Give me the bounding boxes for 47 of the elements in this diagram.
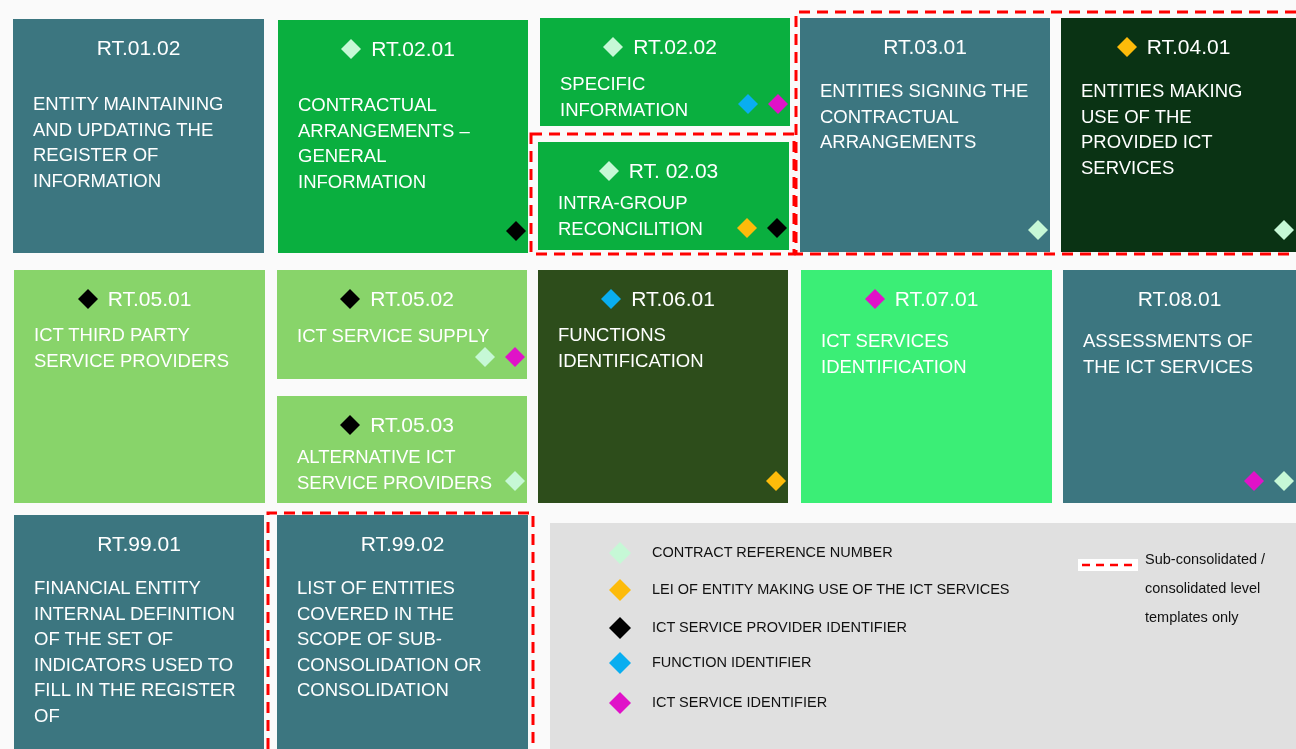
template-code: RT.04.01 xyxy=(1146,35,1231,59)
template-code: RT.01.02 xyxy=(96,36,181,60)
template-code: RT.05.01 xyxy=(107,287,192,311)
template-description: INTRA-GROUP RECONCILITION xyxy=(558,191,704,241)
template-tile xyxy=(1061,18,1296,252)
legend-label: LEI OF ENTITY MAKING USE OF THE ICT SERVICES xyxy=(652,581,1010,597)
template-description: FUNCTIONS IDENTIFICATION xyxy=(558,323,705,373)
template-tile xyxy=(1063,270,1296,503)
template-tile xyxy=(801,270,1052,503)
template-tile xyxy=(538,142,789,250)
template-code: RT.02.01 xyxy=(371,37,455,61)
template-tile xyxy=(278,20,528,253)
template-tile xyxy=(800,18,1050,252)
template-code: RT. 02.03 xyxy=(628,159,719,183)
template-tile xyxy=(540,18,790,126)
template-tile xyxy=(538,270,788,503)
template-description: ASSESSMENTS OF THE ICT SERVICES xyxy=(1083,329,1254,379)
template-code: RT.02.02 xyxy=(633,35,717,59)
legend-label: ICT SERVICE PROVIDER IDENTIFIER xyxy=(652,619,907,635)
template-code: RT.99.01 xyxy=(97,532,181,556)
template-code: RT.05.02 xyxy=(370,287,454,311)
legend-label: CONTRACT REFERENCE NUMBER xyxy=(652,544,893,560)
template-tile xyxy=(277,270,527,379)
template-code: RT.06.01 xyxy=(631,287,715,311)
template-tile xyxy=(14,270,265,503)
legend-label: ICT SERVICE IDENTIFIER xyxy=(652,694,828,710)
template-description: SPECIFIC INFORMATION xyxy=(560,72,690,122)
legend-label: Sub-consolidated / consolidated level templates only xyxy=(1145,550,1267,627)
template-code: RT.07.01 xyxy=(894,287,979,311)
template-code: RT.05.03 xyxy=(370,413,454,437)
template-description: ENTITIES MAKING USE OF THE PROVIDED ICT SERVICES xyxy=(1081,79,1244,180)
template-code: RT.99.02 xyxy=(360,532,445,556)
template-description: CONTRACTUAL ARRANGEMENTS – GENERAL INFORMATION xyxy=(298,93,471,194)
template-code: RT.03.01 xyxy=(883,35,967,59)
template-description: ENTITY MAINTAINING AND UPDATING THE REGISTER OF INFORMATION xyxy=(33,92,225,193)
template-tile xyxy=(13,19,264,253)
template-code: RT.08.01 xyxy=(1137,287,1222,311)
template-description: ICT SERVICES IDENTIFICATION xyxy=(821,329,968,379)
template-description: LIST OF ENTITIES COVERED IN THE SCOPE OF SUB-CONSOLIDATION OR CONSOLIDATION xyxy=(297,576,483,702)
legend-label: FUNCTION IDENTIFIER xyxy=(652,654,812,670)
template-description: ICT SERVICE SUPPLY xyxy=(297,324,491,348)
template-description: ICT THIRD PARTY SERVICE PROVIDERS xyxy=(34,323,230,373)
template-tile xyxy=(14,515,264,749)
template-description: ENTITIES SIGNING THE CONTRACTUAL ARRANGEMENTS xyxy=(820,79,1030,154)
template-tile xyxy=(277,396,527,503)
template-description: FINANCIAL ENTITY INTERNAL DEFINITION OF THE SET OF INDICATORS USED TO FILL IN THE REGISTER OF xyxy=(34,576,237,728)
template-description: ALTERNATIVE ICT SERVICE PROVIDERS xyxy=(297,445,493,495)
